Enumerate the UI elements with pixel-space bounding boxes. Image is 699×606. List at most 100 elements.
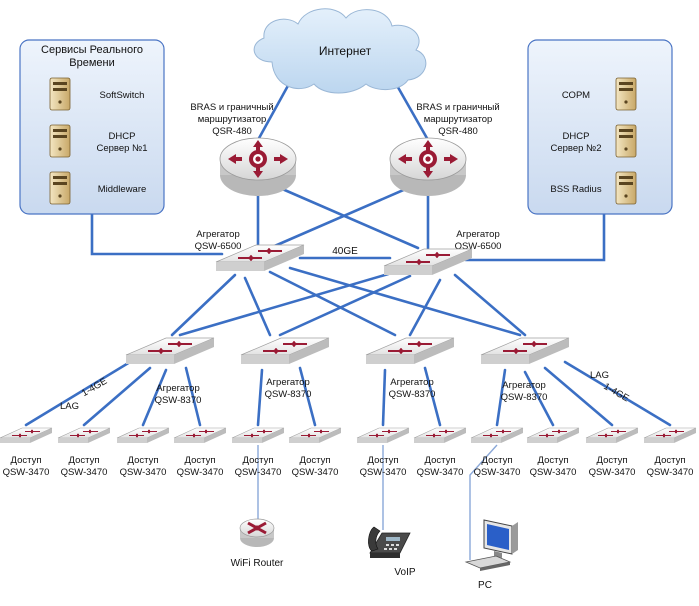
link-internet-router-2	[393, 80, 430, 142]
access-label: QSW-3470	[647, 467, 694, 478]
access-label: Доступ	[300, 455, 331, 466]
link-agg3-acc7	[381, 368, 387, 427]
core-label: QSW-6500	[455, 241, 502, 252]
link-agg1-acc1	[24, 360, 132, 427]
wifi-router-icon	[239, 518, 275, 547]
core-switch-1: Агрегатор QSW-6500	[195, 229, 305, 271]
server-softswitch	[49, 77, 71, 111]
server-icon	[615, 171, 637, 205]
left-services-panel: Сервисы Реального Времени SoftSwitch DHC…	[19, 39, 165, 215]
link-core2-agg4	[453, 273, 527, 337]
link-acc9-pc	[469, 444, 498, 560]
server-label: SoftSwitch	[100, 90, 145, 101]
switch-icon	[365, 337, 455, 364]
router-1: BRAS и граничный маршрутизатор QSR-480	[190, 102, 297, 196]
internet-label: Интернет	[319, 44, 372, 58]
right-speed-label: 1-4GE	[602, 381, 631, 404]
link-agg4-acc12	[563, 360, 672, 427]
router-2: BRAS и граничный маршрутизатор QSR-480	[389, 102, 500, 196]
aggregator-label: QSW-8370	[389, 389, 436, 400]
internet-cloud: Интернет	[253, 8, 427, 94]
access-label: Доступ	[655, 455, 686, 466]
access-label: Доступ	[243, 455, 274, 466]
link-agg4-acc9	[495, 368, 507, 427]
link-router2-core1	[268, 186, 410, 250]
aggregator-3: Агрегатор QSW-8370	[365, 337, 455, 400]
server-label: СОРМ	[562, 90, 590, 101]
link-agg1-acc4	[184, 366, 202, 427]
link-internet-router-1	[256, 80, 292, 142]
access-label: QSW-3470	[235, 467, 282, 478]
link-agg1-acc3	[141, 368, 168, 427]
link-core1-agg1	[170, 273, 237, 337]
left-panel-title-line2: Времени	[69, 57, 114, 69]
link-agg4-acc10	[523, 370, 555, 427]
link-agg3-acc8	[423, 366, 442, 427]
access-label: QSW-3470	[360, 467, 407, 478]
link-router1-core2	[278, 186, 420, 250]
aggregator-label: Агрегатор	[266, 377, 310, 388]
aggregator-2: Агрегатор QSW-8370	[240, 337, 330, 400]
server-icon	[615, 124, 637, 158]
core-switch-2: Агрегатор QSW-6500	[383, 229, 502, 275]
endpoint-voip: VoIP	[368, 526, 416, 578]
access-label: Доступ	[185, 455, 216, 466]
access-label: QSW-3470	[3, 467, 50, 478]
server-icon	[615, 77, 637, 111]
access-label: Доступ	[69, 455, 100, 466]
link-core1-agg2	[243, 276, 272, 337]
server-sorm	[615, 77, 637, 111]
aggregator-label: Агрегатор	[502, 380, 546, 391]
access-label: Доступ	[482, 455, 513, 466]
left-lag-label: LAG	[60, 401, 79, 412]
access-label: Доступ	[128, 455, 159, 466]
aggregator-label: Агрегатор	[390, 377, 434, 388]
access-label: Доступ	[425, 455, 456, 466]
aggregator-label: QSW-8370	[155, 395, 202, 406]
endpoint-label: PC	[478, 580, 492, 591]
switch-icon	[231, 427, 285, 443]
router-label: маршрутизатор	[198, 114, 267, 125]
link-left-panel-core1	[90, 212, 224, 256]
aggregator-1: Агрегатор QSW-8370	[125, 337, 215, 406]
switch-icon	[57, 427, 111, 443]
switch-icon	[125, 337, 215, 364]
switch-icon	[0, 427, 53, 443]
server-icon	[49, 171, 71, 205]
cloud-icon	[253, 8, 427, 94]
right-lag-label: LAG	[590, 370, 609, 381]
switch-icon	[356, 427, 410, 443]
link-agg2-acc6	[298, 366, 317, 427]
left-panel-title-line1: Сервисы Реального	[41, 44, 143, 56]
access-row: ДоступQSW-3470ДоступQSW-3470ДоступQSW-34…	[0, 427, 697, 478]
server-dhcp-2	[615, 124, 637, 158]
access-label: Доступ	[538, 455, 569, 466]
server-label-2: Сервер №2	[550, 143, 601, 154]
core-link-label: 40GE	[332, 246, 358, 257]
link-agg4-acc11	[543, 366, 614, 427]
server-label: DHCP	[563, 131, 590, 142]
right-services-panel: СОРМ DHCP Сервер №2 BSS Radius	[527, 39, 673, 215]
router-icon	[389, 137, 467, 196]
links-layer	[24, 80, 672, 427]
core-label: QSW-6500	[195, 241, 242, 252]
switch-icon	[383, 248, 473, 275]
access-label: Доступ	[11, 455, 42, 466]
endpoint-wifi-router: WiFi Router	[231, 518, 284, 569]
link-core2-agg3	[408, 278, 442, 337]
server-label-2: Сервер №1	[96, 143, 147, 154]
link-core1-agg3	[268, 270, 397, 337]
access-label: QSW-3470	[417, 467, 464, 478]
aggregator-label: QSW-8370	[265, 389, 312, 400]
endpoint-links	[257, 444, 498, 560]
access-label: QSW-3470	[474, 467, 521, 478]
access-label: QSW-3470	[589, 467, 636, 478]
link-agg2-acc5	[256, 368, 264, 427]
